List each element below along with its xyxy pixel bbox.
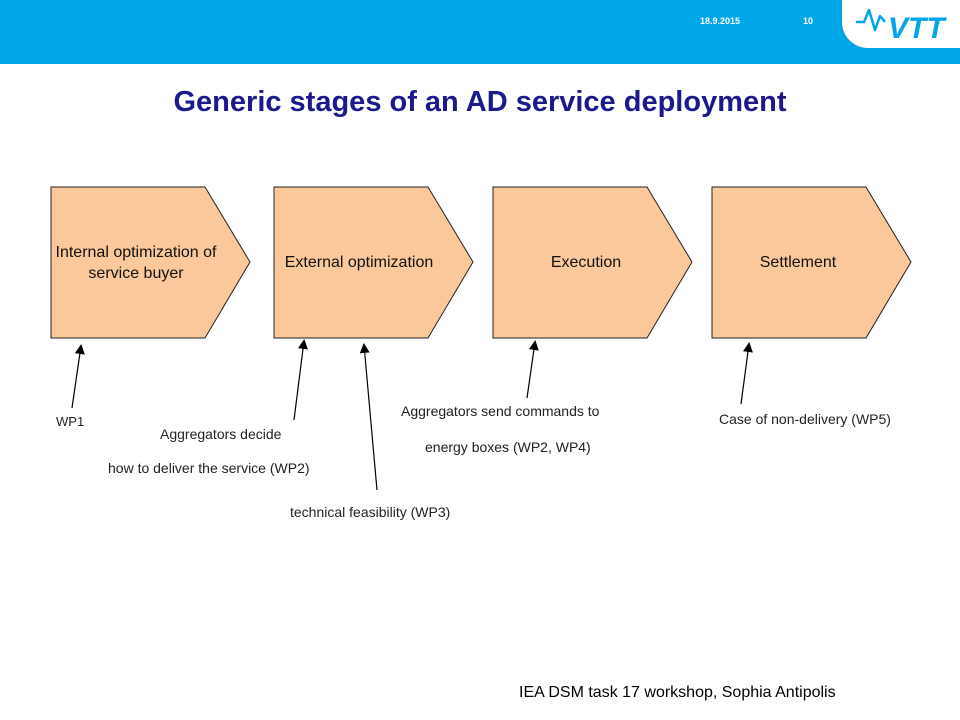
arrow-technical-feasibility — [359, 343, 378, 491]
annotation-aggregators-decide-line1: Aggregators decide — [160, 426, 282, 442]
header-bar — [0, 0, 960, 64]
annotation-aggregators-decide-line2: how to deliver the service (WP2) — [108, 460, 310, 476]
arrow-send-commands — [526, 340, 539, 399]
arrow-non-delivery — [740, 342, 753, 405]
stage-shape-internal-optimization — [50, 186, 251, 339]
stage-label-settlement: Settlement — [759, 254, 837, 271]
logo-text: VTT — [888, 12, 947, 45]
arrow-aggregators-decide — [293, 339, 308, 421]
page-number: 10 — [803, 16, 814, 26]
arrow-wp1 — [71, 344, 85, 409]
annotation-send-commands-line1: Aggregators send commands to — [401, 403, 600, 419]
stage-label-external-optimization: External optimization — [284, 254, 434, 271]
annotation-non-delivery: Case of non-delivery (WP5) — [719, 411, 891, 427]
stage-label-internal-optimization: Internal optimization of service buyer — [55, 243, 217, 282]
vtt-logo-icon: VTT — [856, 8, 947, 45]
annotation-send-commands-line2: energy boxes (WP2, WP4) — [425, 439, 591, 455]
stage-label-execution: Execution — [550, 254, 622, 271]
stage-shape-external-optimization — [273, 186, 474, 339]
vtt-logo: VTT — [842, 0, 960, 48]
footer-text: IEA DSM task 17 workshop, Sophia Antipol… — [519, 684, 836, 701]
header-date: 18.9.2015 — [700, 16, 741, 26]
annotation-wp1: WP1 — [56, 414, 85, 429]
annotation-technical-feasibility: technical feasibility (WP3) — [290, 504, 451, 520]
stage-shape-execution — [492, 186, 693, 339]
stage-shape-settlement — [711, 186, 912, 339]
page-title: Generic stages of an AD service deployme… — [173, 86, 787, 118]
